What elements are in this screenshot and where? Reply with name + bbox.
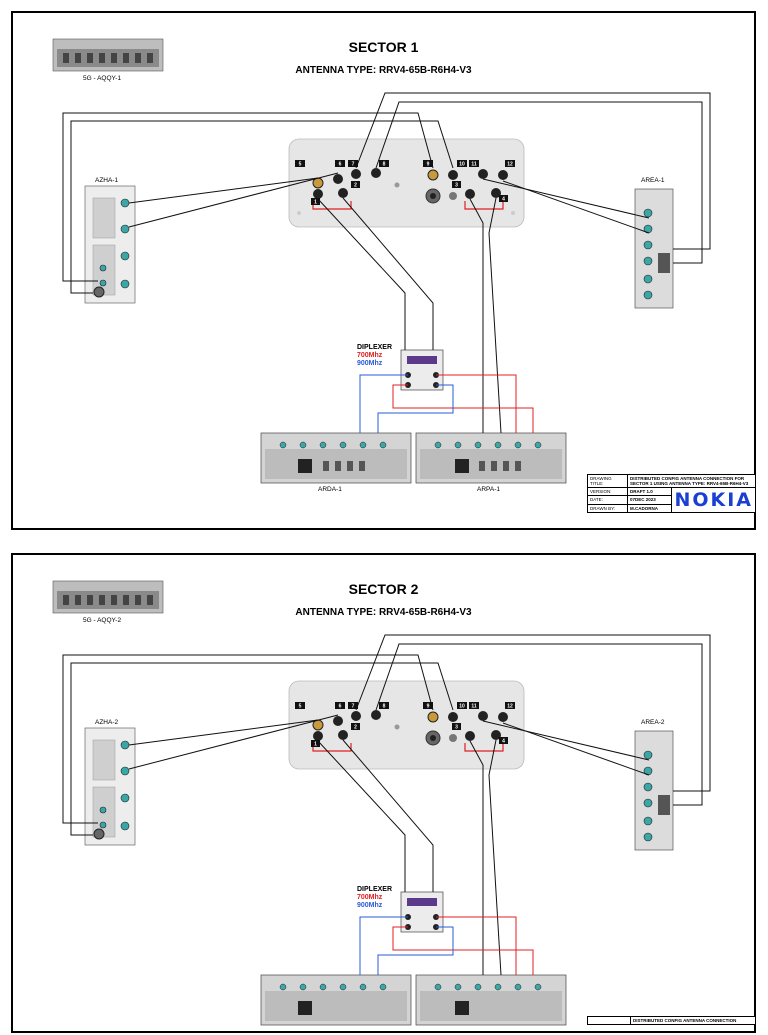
- port-label-8: 8: [383, 162, 386, 168]
- arda-label: ARDA-1: [318, 486, 342, 493]
- aqqy-unit: [52, 580, 164, 614]
- azha-label: AZHA-2: [95, 719, 119, 726]
- port-label-11: 11: [471, 704, 477, 710]
- port-label-11: 11: [471, 162, 477, 168]
- diplexer-title: DIPLEXER: [357, 886, 393, 893]
- diplexer-900-label: 900Mhz: [357, 360, 383, 367]
- port-label-9: 9: [427, 704, 430, 710]
- arpa-label: ARPA-1: [477, 486, 500, 493]
- title-block-date: 07DEC 2023: [626, 495, 673, 505]
- red-cables: [392, 374, 534, 433]
- title-block-drawn-by: M.CADORNA: [626, 503, 673, 514]
- title-block-version-label: VERSION:: [587, 486, 628, 497]
- black-cables: [62, 92, 711, 434]
- azha-unit: [84, 185, 136, 304]
- antenna-body: [288, 680, 525, 770]
- arpa-unit: [415, 432, 567, 484]
- title-block-drawing-title: DISTRIBUTED CONFIG ANTENNA CONNECTION FO…: [626, 474, 757, 488]
- diplexer-unit: [400, 349, 444, 391]
- diplexer-unit: [400, 891, 444, 933]
- port-label-6: 6: [339, 704, 342, 710]
- title-block-drawing-title: DISTRIBUTED CONFIG ANTENNA CONNECTION: [630, 1016, 756, 1025]
- sector-1-drawing: 5 6 7 8 9 10 11 12 1 2 3 4: [11, 11, 757, 530]
- sector-2-title: SECTOR 2: [348, 581, 419, 597]
- antenna-port-labels: 5 6 7 8 9 10 11 12 1 2 3 4: [295, 702, 515, 748]
- black-cables: [62, 634, 711, 976]
- port-label-8: 8: [383, 704, 386, 710]
- sector-1-title: SECTOR 1: [348, 39, 419, 55]
- port-label-10: 10: [459, 704, 465, 710]
- port-label-5: 5: [299, 162, 302, 168]
- blue-cables: [359, 916, 454, 975]
- diplexer-900-label: 900Mhz: [357, 902, 383, 909]
- diplexer-label: DIPLEXER 700Mhz 900Mhz: [357, 886, 392, 910]
- red-cables: [392, 916, 534, 975]
- arda-unit: [260, 974, 412, 1026]
- port-label-7: 7: [352, 162, 355, 168]
- diplexer-title: DIPLEXER: [357, 344, 393, 351]
- port-label-3: 3: [455, 725, 458, 731]
- diplexer-label: DIPLEXER 700Mhz 900Mhz: [357, 344, 392, 368]
- antenna-port-connectors: [312, 168, 508, 210]
- port-label-4: 4: [502, 197, 505, 203]
- arda-unit: [260, 432, 412, 484]
- port-label-9: 9: [427, 162, 430, 168]
- antenna-body: [288, 138, 525, 228]
- port-label-1: 1: [314, 742, 317, 748]
- title-block-drawn-by-label: DRAWN BY:: [587, 503, 628, 514]
- diplexer-700-label: 700Mhz: [357, 894, 383, 901]
- diplexer-700-label: 700Mhz: [357, 352, 383, 359]
- antenna-port-labels: 5 6 7 8 9 10 11 12 1 2 3 4: [295, 160, 515, 206]
- title-block-date-label: DATE:: [587, 495, 628, 505]
- port-label-2: 2: [354, 183, 357, 189]
- azha-label: AZHA-1: [95, 177, 119, 184]
- port-label-7: 7: [352, 704, 355, 710]
- sector-2-diagram: 5 6 7 8 9 10 11 12 1 2 3 4: [52, 580, 711, 1026]
- antenna-port-connectors: [312, 710, 508, 752]
- title-block-drawing-title-label: DRAWING TITLE:: [587, 474, 628, 488]
- sector-2-drawing: 5 6 7 8 9 10 11 12 1 2 3 4: [11, 553, 756, 1033]
- arpa-unit: [415, 974, 567, 1026]
- area-label: AREA-2: [641, 719, 665, 726]
- port-label-6: 6: [339, 162, 342, 168]
- nokia-logo: NOKIA: [671, 487, 756, 513]
- sector-1-diagram: 5 6 7 8 9 10 11 12 1 2 3 4: [52, 38, 711, 484]
- aqqy-unit: [52, 38, 164, 72]
- port-label-1: 1: [314, 200, 317, 206]
- aqqy-label: 5G - AQQY-2: [83, 617, 122, 624]
- port-label-12: 12: [507, 704, 513, 710]
- port-label-5: 5: [299, 704, 302, 710]
- blue-cables: [359, 374, 454, 433]
- area-label: AREA-1: [641, 177, 665, 184]
- port-label-3: 3: [455, 183, 458, 189]
- area-unit: [634, 188, 674, 309]
- port-label-2: 2: [354, 725, 357, 731]
- sector-2-antenna-type: ANTENNA TYPE: RRV4-65B-R6H4-V3: [295, 607, 472, 618]
- area-unit: [634, 730, 674, 851]
- port-label-10: 10: [459, 162, 465, 168]
- title-block-version: DRAFT 1.0: [626, 486, 673, 497]
- sector-1-antenna-type: ANTENNA TYPE: RRV4-65B-R6H4-V3: [295, 65, 472, 76]
- title-block: DRAWING TITLE: DISTRIBUTED CONFIG ANTENN…: [587, 474, 757, 514]
- port-label-4: 4: [502, 739, 505, 745]
- aqqy-label: 5G - AQQY-1: [83, 75, 122, 82]
- port-label-12: 12: [507, 162, 513, 168]
- azha-unit: [84, 727, 136, 846]
